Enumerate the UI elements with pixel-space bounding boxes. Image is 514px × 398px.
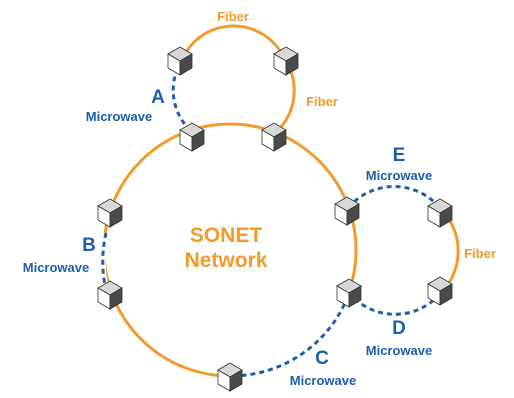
network-node-cube-icon: [97, 280, 123, 310]
label-link-d-type: Microwave: [366, 343, 432, 358]
microwave-link-c: [231, 294, 351, 379]
network-node-cube-icon: [97, 198, 123, 228]
network-node-cube-icon: [427, 198, 453, 228]
label-link-b-type: Microwave: [23, 260, 89, 275]
network-title-line1: SONET: [190, 224, 263, 247]
microwave-link-e: [346, 185, 442, 209]
label-link-e: E: [393, 145, 406, 166]
fiber-link-top-ring: [180, 24, 287, 61]
label-link-d: D: [392, 318, 406, 339]
network-node-cube-icon: [273, 46, 299, 76]
microwave-link-d: [348, 293, 442, 316]
label-link-a-type: Microwave: [86, 109, 152, 124]
network-title-line2: Network: [185, 249, 268, 272]
label-link-e-type: Microwave: [366, 168, 432, 183]
label-link-b: B: [82, 235, 96, 256]
label-link-c-type: Microwave: [290, 373, 356, 388]
label-link-c: C: [315, 348, 329, 369]
label-link-a: A: [151, 87, 165, 108]
label-fiber-right-top: Fiber: [306, 94, 338, 109]
label-fiber-right: Fiber: [464, 246, 496, 261]
network-node-cube-icon: [217, 362, 243, 392]
label-fiber-top: Fiber: [217, 9, 249, 24]
